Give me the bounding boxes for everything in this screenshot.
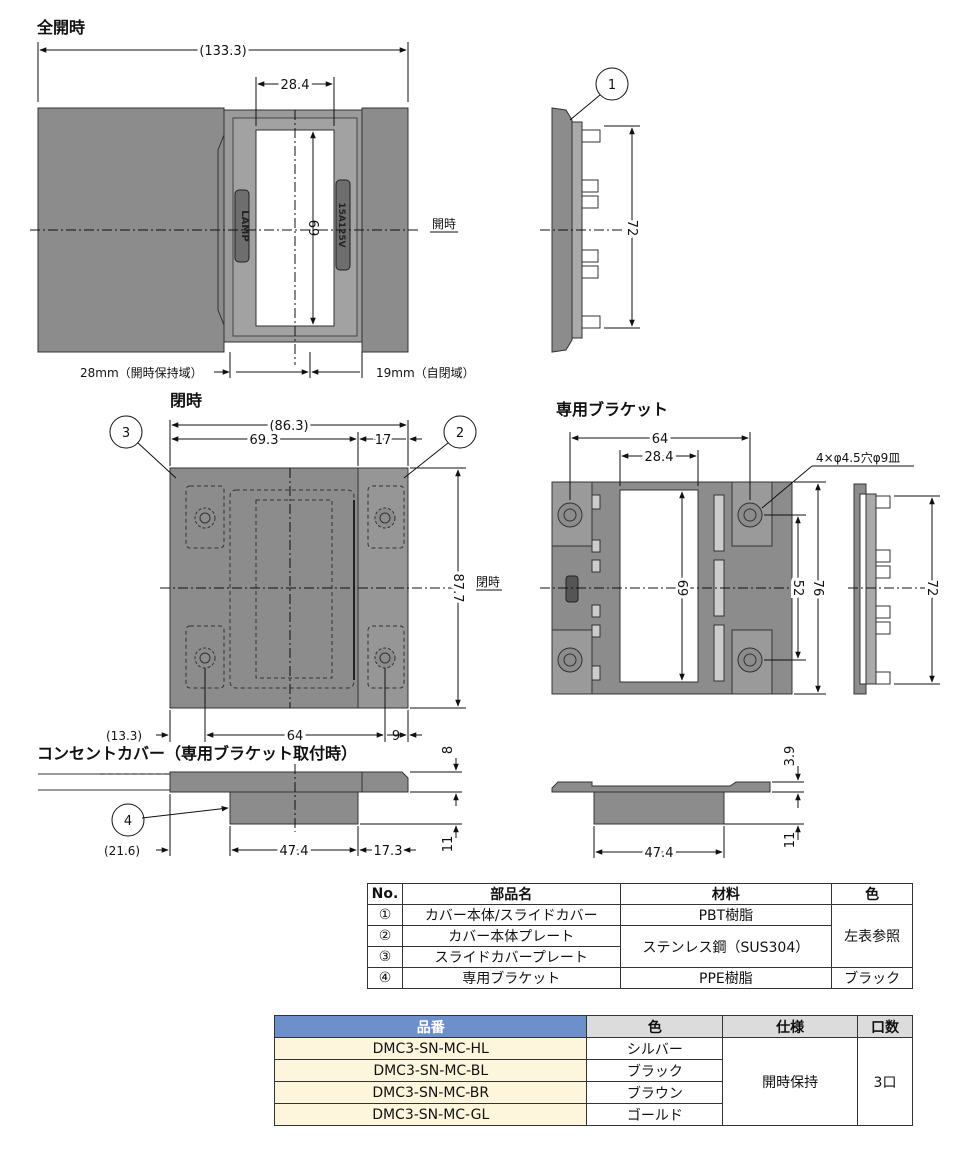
product-color: ゴールド: [586, 1103, 724, 1126]
dim-top-width: (133.3): [199, 44, 246, 59]
part-name: スライドカバープレート: [401, 946, 621, 968]
dim-bracket-height: 69: [674, 580, 689, 597]
dim-closed-pitch: 64: [287, 729, 304, 744]
side-view-top: [540, 107, 640, 353]
dim-bracket-window: 28.4: [645, 450, 674, 465]
table-row: DMC3-SN-MC-HL シルバー 開時保持 3口: [273, 1037, 913, 1126]
parts-header-name: 部品名: [401, 883, 621, 905]
product-header-code: 品番: [273, 1015, 588, 1038]
table-row: ② カバー本体プレート ステンレス鋼（SUS304）: [367, 925, 913, 968]
dim-bracket-profile-bottom: 11: [783, 832, 798, 849]
dim-cover-left-offset: (21.6): [104, 844, 140, 858]
dim-closed-slide: 17: [375, 433, 392, 448]
bracket-side-view: [848, 483, 940, 695]
dim-top-window: 28.4: [281, 78, 310, 93]
table-row: DMC3-SN-MC-GL ゴールド: [273, 1103, 913, 1126]
table-row: ③ スライドカバープレート: [367, 946, 913, 968]
product-code: DMC3-SN-MC-GL: [273, 1103, 588, 1126]
product-color: ブラウン: [586, 1081, 724, 1104]
dim-bracket-side-height: 72: [924, 580, 939, 597]
part-no: ④: [367, 967, 403, 989]
full-open-front-view: [30, 107, 420, 365]
parts-header-color: 色: [831, 883, 913, 905]
bracket-front-view: [540, 481, 800, 695]
part-no: ①: [367, 904, 403, 926]
product-table-header: 品番 色 仕様 口数: [273, 1015, 913, 1038]
dim-closed-right-offset: 9: [392, 729, 400, 744]
part-material: ステンレス鋼（SUS304）: [619, 925, 833, 968]
part-no: ③: [367, 946, 403, 968]
callout-2: 2: [456, 426, 464, 441]
parts-table: No. 部品名 材料 色 ① カバー本体/スライドカバー PBT樹脂 左表参照 …: [367, 883, 913, 989]
part-color: ブラック: [831, 967, 913, 989]
bracket-profile: [551, 781, 771, 825]
product-color: シルバー: [586, 1037, 724, 1060]
technical-drawing: (133.3) 28.4 69 72 28mm（開時保持域） 19mm（自閉域）…: [30, 42, 940, 861]
product-header-spec: 仕様: [722, 1015, 859, 1038]
product-table: 品番 色 仕様 口数 DMC3-SN-MC-HL シルバー 開時保持 3口 DM…: [273, 1015, 913, 1126]
dim-cover-right: 17.3: [374, 844, 403, 859]
dim-closed-width: (86.3): [269, 419, 308, 434]
table-row: ① カバー本体/スライドカバー PBT樹脂 左表参照: [367, 904, 913, 968]
table-row: ④ 専用ブラケット PPE樹脂 ブラック: [367, 967, 913, 989]
table-row: DMC3-SN-MC-BR ブラウン: [273, 1081, 913, 1104]
callout-1: 1: [608, 78, 616, 93]
rating-label: 15A125V: [336, 202, 346, 247]
dim-bracket-h76: 76: [810, 580, 825, 597]
dim-right-range: 19mm（自閉域）: [376, 366, 475, 380]
label-open: 開時: [432, 217, 456, 231]
dim-cover-bottom: 11: [441, 836, 456, 853]
part-material: PPE樹脂: [619, 967, 833, 989]
dim-closed-height: 87.7: [450, 574, 465, 603]
part-color-shared: 左表参照: [831, 904, 913, 968]
part-no: ②: [367, 925, 403, 947]
parts-header-material: 材料: [619, 883, 833, 905]
product-spec: 開時保持: [722, 1037, 859, 1126]
product-code: DMC3-SN-MC-BR: [273, 1081, 588, 1104]
part-name: カバー本体プレート: [401, 925, 621, 947]
dim-left-range: 28mm（開時保持域）: [80, 365, 203, 380]
dim-bracket-h52: 52: [790, 580, 805, 597]
dim-bracket-profile-width: 47.4: [645, 846, 674, 861]
product-header-color: 色: [586, 1015, 724, 1038]
product-code: DMC3-SN-MC-HL: [273, 1037, 588, 1060]
title-full-open: 全開時: [37, 18, 86, 37]
table-row: DMC3-SN-MC-BL ブラック: [273, 1059, 913, 1082]
dim-top-height: 69: [305, 220, 320, 237]
dim-cover-width: 47.4: [280, 844, 309, 859]
label-closed: 閉時: [476, 575, 500, 589]
part-material: PBT樹脂: [619, 904, 833, 926]
dim-closed-left-offset: (13.3): [106, 729, 142, 743]
part-name: カバー本体/スライドカバー: [401, 904, 621, 926]
lamp-label: LAMP: [239, 210, 250, 241]
title-closed: 閉時: [170, 391, 203, 410]
closed-front-view: [160, 467, 460, 709]
title-outlet-cover: コンセントカバー（専用ブラケット取付時）: [37, 744, 358, 763]
dim-bracket-hole: 4×φ4.5穴φ9皿: [816, 450, 900, 465]
parts-table-header: No. 部品名 材料 色: [367, 883, 913, 905]
product-outlets: 3口: [857, 1037, 913, 1126]
product-code: DMC3-SN-MC-BL: [273, 1059, 588, 1082]
title-bracket: 専用ブラケット: [556, 400, 669, 419]
callout-4: 4: [124, 814, 132, 829]
callout-3: 3: [122, 426, 130, 441]
dim-cover-top: 8: [441, 746, 456, 754]
product-header-outlets: 口数: [857, 1015, 913, 1038]
dim-side-height: 72: [624, 220, 639, 237]
part-name: 専用ブラケット: [401, 967, 621, 989]
outlet-cover-profile: [38, 764, 409, 832]
dim-bracket-pitch: 64: [652, 432, 669, 447]
parts-header-no: No.: [367, 883, 403, 905]
dim-bracket-profile-top: 3.9: [783, 746, 798, 767]
product-color: ブラック: [586, 1059, 724, 1082]
dim-closed-inner: 69.3: [250, 433, 279, 448]
